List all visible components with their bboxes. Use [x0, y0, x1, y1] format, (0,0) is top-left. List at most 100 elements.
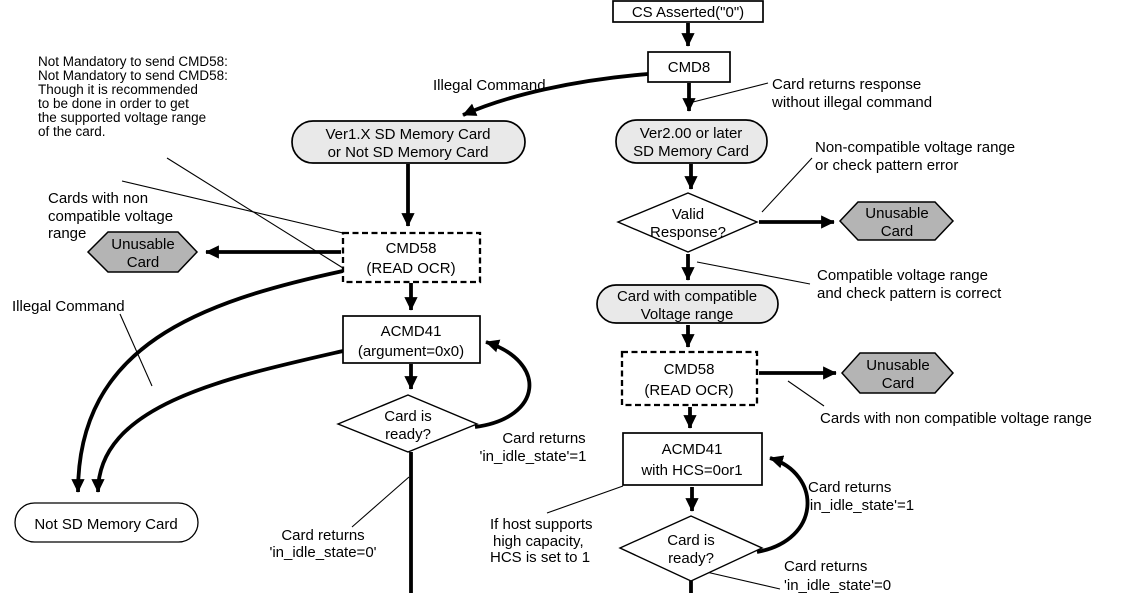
- callout-compat-right: [696, 261, 811, 285]
- label-cards-noncompat-left-line2: compatible voltage: [48, 208, 173, 225]
- node-cs-asserted-label: CS Asserted("0"): [632, 4, 744, 21]
- node-not-sd: [14, 502, 199, 543]
- arrow-acmd41-to-notsd: [91, 349, 344, 493]
- node-ready-left-line1: Card is: [384, 408, 432, 425]
- label-card-returns-response-line2: without illegal command: [771, 94, 932, 111]
- node-unusable-right2-line2: Card: [882, 375, 915, 392]
- label-idle1-left: Card returns 'in_idle_state'=1: [479, 430, 586, 465]
- label-non-compatible-line2: or check pattern error: [815, 157, 958, 174]
- label-cards-noncompat-right: Cards with non compatible voltage range: [820, 410, 1092, 427]
- label-idle0-right: Card returns 'in_idle_state'=0: [784, 558, 891, 593]
- label-compatible-line1: Compatible voltage range: [817, 267, 988, 284]
- node-unusable-right2-line1: Unusable: [866, 357, 929, 374]
- node-acmd41-left: [342, 315, 481, 364]
- label-cards-noncompat-left: Cards with non compatible voltage range: [48, 190, 173, 242]
- label-non-compatible: Non-compatible voltage range or check pa…: [815, 139, 1015, 174]
- label-card-returns-response-line1: Card returns response: [772, 76, 921, 93]
- label-idle1-right: Card returns 'in_idle_state'=1: [807, 479, 914, 514]
- node-ready-right: [618, 515, 764, 582]
- node-valid-response-line2: Response?: [650, 224, 726, 241]
- callout-host-hcs: [546, 485, 624, 514]
- node-acmd41-left-line2: (argument=0x0): [358, 343, 464, 360]
- node-cmd58-left-line1: CMD58: [386, 240, 437, 257]
- note-line6: of the card.: [38, 124, 106, 139]
- node-acmd41-right-line2: with HCS=0or1: [640, 462, 742, 479]
- label-idle0-left: Card returns 'in_idle_state=0': [269, 527, 376, 561]
- arrow-illegal-cmd8-to-ver1x: [462, 72, 649, 117]
- node-acmd41-right-line1: ACMD41: [662, 441, 723, 458]
- callout-idle0-left: [351, 476, 410, 528]
- label-idle1-left-line2: 'in_idle_state'=1: [479, 448, 586, 465]
- node-ver1x-line1: Ver1.X SD Memory Card: [325, 126, 490, 143]
- node-cmd58-left: [341, 231, 482, 284]
- node-cmd58-right: [620, 350, 759, 407]
- callout-noncompat-right: [761, 157, 813, 213]
- node-cs-asserted: [612, 0, 764, 23]
- label-compatible: Compatible voltage range and check patte…: [817, 267, 1002, 302]
- label-illegal-command-top: Illegal Command: [433, 77, 546, 94]
- callout-cards-noncompat-left: [121, 180, 344, 234]
- node-compatible-line1: Card with compatible: [617, 288, 757, 305]
- node-not-sd-label: Not SD Memory Card: [34, 516, 177, 533]
- node-acmd41-left-line1: ACMD41: [381, 323, 442, 340]
- label-card-returns-response: Card returns response without illegal co…: [771, 76, 932, 111]
- label-illegal-command-left: Illegal Command: [12, 298, 125, 315]
- label-host-hcs-line3: HCS is set to 1: [490, 549, 590, 566]
- node-cmd58-right-line2: (READ OCR): [644, 382, 733, 399]
- node-unusable-right1-line2: Card: [881, 223, 914, 240]
- arrow-cmd58-to-notsd: [71, 269, 344, 493]
- label-non-compatible-line1: Non-compatible voltage range: [815, 139, 1015, 156]
- node-ready-right-line2: ready?: [668, 550, 714, 567]
- note-line5: the supported voltage range: [38, 110, 206, 125]
- node-compatible: [596, 284, 779, 324]
- label-host-hcs: If host supports high capacity, HCS is s…: [490, 516, 593, 566]
- node-ready-left-line2: ready?: [385, 426, 431, 443]
- node-cmd58-left-line2: (READ OCR): [366, 260, 455, 277]
- node-ready-left: [336, 394, 479, 453]
- label-idle0-right-line2: 'in_idle_state'=0: [784, 577, 891, 593]
- label-idle1-left-line1: Card returns: [502, 430, 585, 447]
- node-valid-response-line1: Valid: [672, 206, 704, 223]
- note-line1: Not Mandatory to send CMD58:: [38, 54, 228, 69]
- label-idle1-right-line2: 'in_idle_state'=1: [807, 497, 914, 514]
- label-idle0-left-line1: Card returns: [281, 527, 364, 544]
- node-unusable-right1-line1: Unusable: [865, 205, 928, 222]
- node-unusable-left-line2: Card: [127, 254, 160, 271]
- node-ready-right-line1: Card is: [667, 532, 715, 549]
- label-host-hcs-line1: If host supports: [490, 516, 593, 533]
- note-line4: to be done in order to get: [38, 96, 189, 111]
- callout-illegal-left: [119, 313, 153, 387]
- node-cmd8: [647, 51, 731, 83]
- node-valid-response: [616, 192, 759, 253]
- arrow-loop-ready-to-acmd41-left: [474, 339, 532, 429]
- node-unusable-left-line1: Unusable: [111, 236, 174, 253]
- label-cards-noncompat-left-line3: range: [48, 225, 86, 242]
- node-ver2-line2: SD Memory Card: [633, 143, 749, 160]
- callout-note-to-cmd58: [166, 157, 344, 269]
- node-unusable-right2: [840, 352, 955, 394]
- node-compatible-line2: Voltage range: [641, 306, 734, 323]
- node-cmd8-label: CMD8: [668, 59, 711, 76]
- node-ver2: [615, 119, 768, 164]
- node-acmd41-right: [622, 432, 763, 486]
- note-line2: Not Mandatory to send CMD58:: [38, 68, 228, 83]
- label-idle0-right-line1: Card returns: [784, 558, 867, 575]
- arrow-loop-ready-to-acmd41-right: [756, 455, 810, 554]
- node-ver1x: [291, 120, 526, 164]
- node-unusable-right1: [838, 201, 955, 241]
- label-cards-noncompat-left-line1: Cards with non: [48, 190, 148, 207]
- callout-idle0-right: [701, 570, 781, 590]
- label-idle0-left-line2: 'in_idle_state=0': [269, 544, 376, 561]
- callout-response-cmd8: [692, 82, 769, 103]
- label-host-hcs-line2: high capacity,: [493, 533, 584, 550]
- callout-cards-noncompat-right: [787, 380, 825, 407]
- node-unusable-left: [86, 231, 199, 273]
- note-text: Not Mandatory to send CMD58: Not Mandato…: [38, 54, 228, 139]
- label-compatible-line2: and check pattern is correct: [817, 285, 1002, 302]
- node-cmd58-right-line1: CMD58: [664, 361, 715, 378]
- node-ver1x-line2: or Not SD Memory Card: [328, 144, 489, 161]
- node-ver2-line1: Ver2.00 or later: [640, 125, 743, 142]
- note-line3: Though it is recommended: [38, 82, 198, 97]
